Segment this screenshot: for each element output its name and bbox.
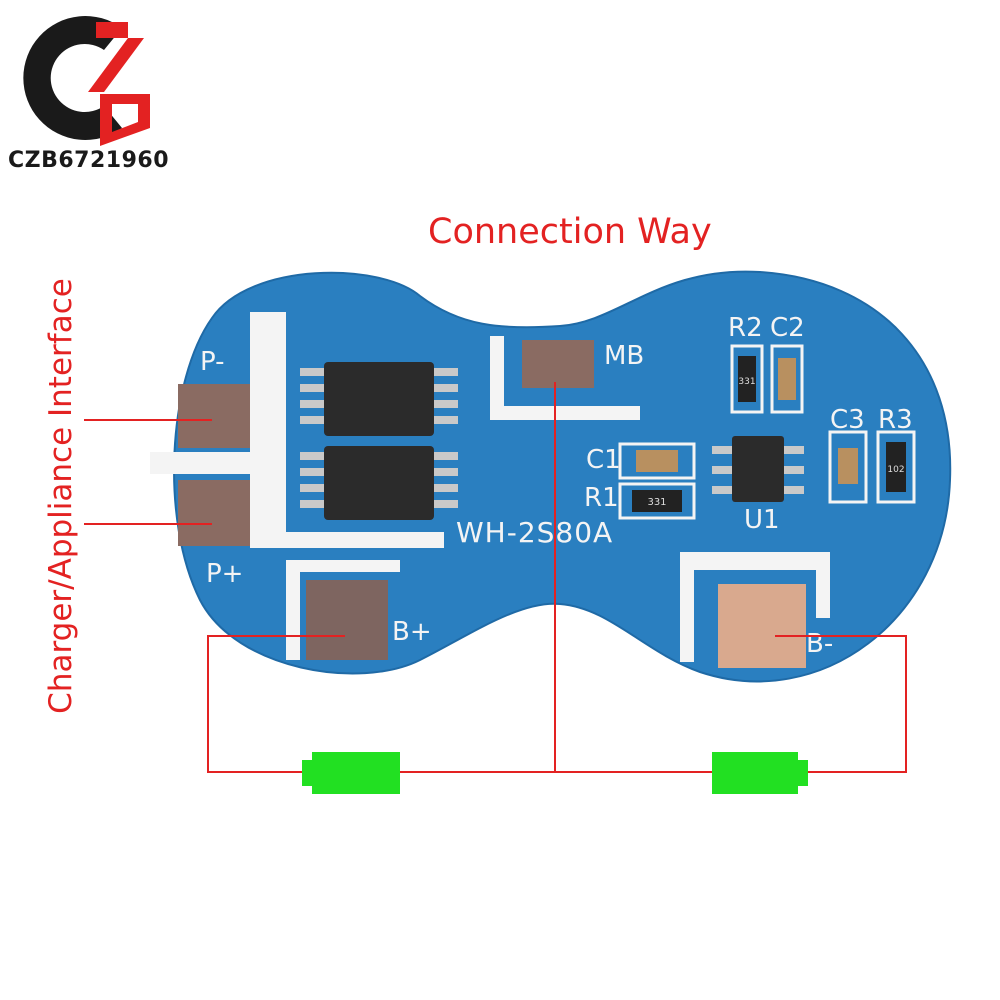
logo-b-shape xyxy=(100,94,150,146)
label-c2: C2 xyxy=(770,313,805,343)
battery-left xyxy=(302,752,400,794)
pad-b-plus xyxy=(306,580,388,660)
r1-code: 331 xyxy=(647,497,666,508)
label-mb: MB xyxy=(604,341,644,371)
diagram-title: Connection Way xyxy=(428,212,712,252)
mosfet-top xyxy=(300,362,458,436)
pad-mb xyxy=(522,340,594,388)
component-c3 xyxy=(828,430,868,504)
silkscreen xyxy=(150,312,830,662)
component-r2: 331 xyxy=(730,344,764,414)
logo-z-top xyxy=(96,22,128,38)
component-r3: 102 xyxy=(876,430,916,504)
label-r3: R3 xyxy=(878,405,913,435)
board-model: WH-2S80A xyxy=(456,516,613,549)
component-c2 xyxy=(770,344,804,414)
label-r2: R2 xyxy=(728,313,763,343)
label-b-plus: B+ xyxy=(392,617,432,647)
pad-b-minus xyxy=(718,584,806,668)
battery-right xyxy=(712,752,808,794)
logo-c-shape xyxy=(23,15,123,141)
label-c1: C1 xyxy=(586,445,621,475)
pad-p-minus xyxy=(178,384,250,448)
r3-code: 102 xyxy=(887,465,904,475)
label-r1: R1 xyxy=(584,483,619,513)
chip-u1 xyxy=(712,436,804,502)
logo-mark xyxy=(23,15,150,146)
wiring xyxy=(84,382,907,773)
component-r1: 331 xyxy=(618,482,696,520)
pad-p-plus xyxy=(178,480,250,546)
label-p-plus: P+ xyxy=(206,559,243,589)
label-c3: C3 xyxy=(830,405,865,435)
label-p-minus: P- xyxy=(200,347,225,377)
r2-code: 331 xyxy=(738,377,755,387)
logo-text: CZB6721960 xyxy=(8,148,170,173)
logo-z-diag xyxy=(88,38,144,92)
label-b-minus: B- xyxy=(806,629,833,659)
component-c1 xyxy=(618,442,696,480)
label-u1: U1 xyxy=(744,505,780,535)
mosfet-bottom xyxy=(300,446,458,520)
